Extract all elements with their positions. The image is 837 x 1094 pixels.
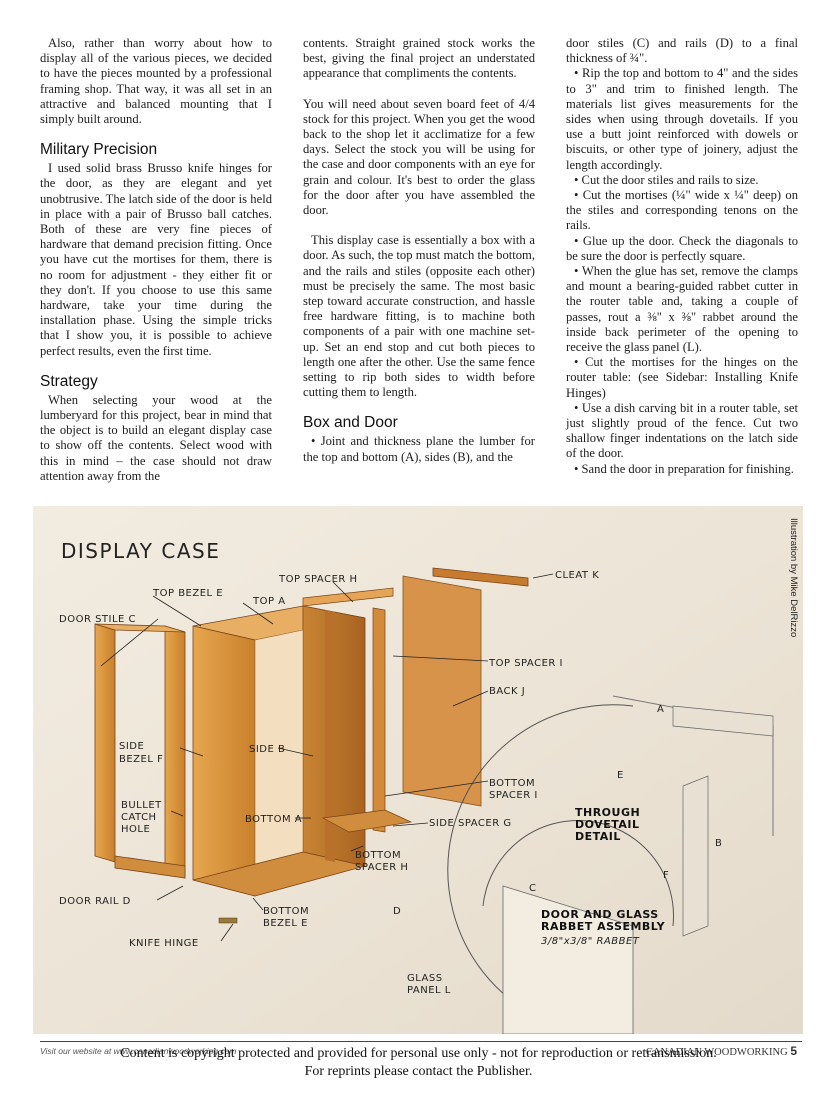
paragraph: When selecting your wood at the lumberya… — [40, 392, 272, 483]
label-door-rail-d: DOOR RAIL D — [59, 896, 131, 907]
display-case-illustration: DISPLAY CASE Illustration by Mike DelRiz… — [33, 506, 803, 1034]
page-number: 5 — [790, 1044, 797, 1058]
bullet-item: • Use a dish carving bit in a router tab… — [566, 400, 798, 461]
label-back-j: BACK J — [489, 686, 525, 697]
label-glass-panel-line1: GLASS — [407, 973, 443, 984]
detail-letter-e: E — [617, 770, 624, 781]
copyright-notice: Content is copyright protected and provi… — [0, 1045, 837, 1081]
copyright-line-1: Content is copyright protected and provi… — [120, 1046, 717, 1061]
label-rabbet-line3: 3/8"x3/8" RABBET — [541, 936, 640, 947]
footer-website: Visit our website at www.canadianwoodwor… — [40, 1046, 237, 1056]
label-bottom-a: BOTTOM A — [245, 814, 302, 825]
dovetail-a — [672, 705, 774, 737]
label-glass-panel-line2: PANEL L — [407, 985, 451, 996]
paragraph: This display case is essentially a box w… — [303, 233, 535, 400]
dovetail-b — [682, 775, 709, 937]
label-bottom-spacer-i-line2: SPACER I — [489, 790, 538, 801]
label-cleat-k: CLEAT K — [555, 570, 599, 581]
door-stile-c-right — [164, 625, 186, 879]
bullet-item: • Sand the door in preparation for finis… — [574, 461, 794, 476]
illustration-title: DISPLAY CASE — [61, 539, 220, 563]
detail-letter-b: B — [715, 838, 722, 849]
label-bottom-bezel-e-line2: BEZEL E — [263, 918, 308, 929]
footer-page-info: CANADIAN WOODWORKING 5 — [646, 1044, 797, 1058]
detail-circle-2 — [482, 819, 675, 927]
label-bottom-spacer-h-line1: BOTTOM — [355, 850, 401, 861]
label-top-spacer-i: TOP SPACER I — [488, 658, 563, 669]
door-rail-d — [114, 855, 186, 879]
heading-military-precision: Military Precision — [40, 141, 158, 159]
detail-letter-c: C — [529, 883, 536, 894]
label-dovetail-line2: DOVETAIL — [575, 818, 639, 831]
side-spacer-g — [372, 607, 386, 833]
back-panel-j — [402, 575, 482, 807]
label-top-spacer-h: TOP SPACER H — [278, 574, 358, 585]
bottom-spacer — [321, 809, 413, 833]
label-side-spacer-g: SIDE SPACER G — [429, 818, 512, 829]
label-bottom-spacer-i-line1: BOTTOM — [489, 778, 535, 789]
copyright-line-2: For reprints please contact the Publishe… — [304, 1064, 533, 1079]
label-rabbet-line1: DOOR AND GLASS — [541, 908, 659, 921]
heading-strategy: Strategy — [40, 372, 98, 390]
text-column-1: Also, rather than worry about how to dis… — [40, 36, 272, 484]
detail-letter-d: D — [393, 906, 401, 917]
label-bottom-spacer-h-line2: SPACER H — [355, 862, 408, 873]
detail-letter-f: F — [663, 870, 669, 881]
bullet-item: • Cut the door stiles and rails to size. — [574, 172, 759, 187]
label-bullet-catch-line2: CATCH — [121, 812, 157, 823]
label-top-a: TOP A — [252, 596, 286, 607]
cleat-k — [432, 567, 529, 587]
paragraph: contents. Straight grained stock works t… — [303, 36, 535, 81]
text-column-2: contents. Straight grained stock works t… — [303, 36, 535, 465]
illustration-credit: Illustration by Mike DelRizzo — [788, 518, 799, 637]
paragraph: You will need about seven board feet of … — [303, 96, 535, 218]
paragraph: door stiles (C) and rails (D) to a final… — [566, 36, 798, 66]
door-rail-top — [94, 623, 186, 633]
label-side-bezel-f-line1: SIDE — [119, 741, 144, 752]
bullet-item: • Cut the mortises (¼" wide x ¼" deep) o… — [566, 188, 798, 233]
footer-rule — [40, 1041, 802, 1042]
text-column-3: door stiles (C) and rails (D) to a final… — [566, 36, 798, 477]
bullet-item: • Cut the mortises for the hinges on the… — [566, 355, 798, 400]
side-bezel-f — [325, 610, 335, 862]
glass-rabbet-a — [502, 885, 634, 1034]
heading-box-and-door: Box and Door — [303, 414, 398, 432]
label-side-b: SIDE B — [249, 744, 285, 755]
label-top-bezel-e: TOP BEZEL E — [152, 588, 223, 599]
label-rabbet-line2: RABBET ASSEMBLY — [541, 920, 666, 933]
knife-hinge-shape — [218, 917, 238, 924]
bullet-item: • When the glue has set, remove the clam… — [566, 264, 798, 355]
bullet-item: • Rip the top and bottom to 4" and the s… — [566, 66, 798, 172]
label-door-stile-c: DOOR STILE C — [59, 614, 136, 625]
magazine-name: CANADIAN WOODWORKING — [645, 1047, 788, 1058]
label-bullet-catch-line3: HOLE — [121, 824, 150, 835]
case-front-left — [192, 625, 256, 897]
case-bottom-a — [192, 851, 366, 897]
paragraph: I used solid brass Brusso knife hinges f… — [40, 161, 272, 358]
label-knife-hinge: KNIFE HINGE — [129, 938, 199, 949]
paragraph: Also, rather than worry about how to dis… — [40, 36, 272, 127]
label-bottom-bezel-e-line1: BOTTOM — [263, 906, 309, 917]
label-bullet-catch-line1: BULLET — [121, 800, 162, 811]
bullet-item: • Glue up the door. Check the diagonals … — [566, 233, 798, 263]
label-dovetail-line1: THROUGH — [575, 806, 640, 819]
label-side-bezel-f-line2: BEZEL F — [119, 754, 163, 765]
paragraph: • Joint and thickness plane the lumber f… — [303, 434, 535, 464]
detail-letter-a: A — [657, 704, 664, 715]
label-dovetail-line3: DETAIL — [575, 830, 621, 843]
door-stile-c-left — [94, 623, 116, 863]
